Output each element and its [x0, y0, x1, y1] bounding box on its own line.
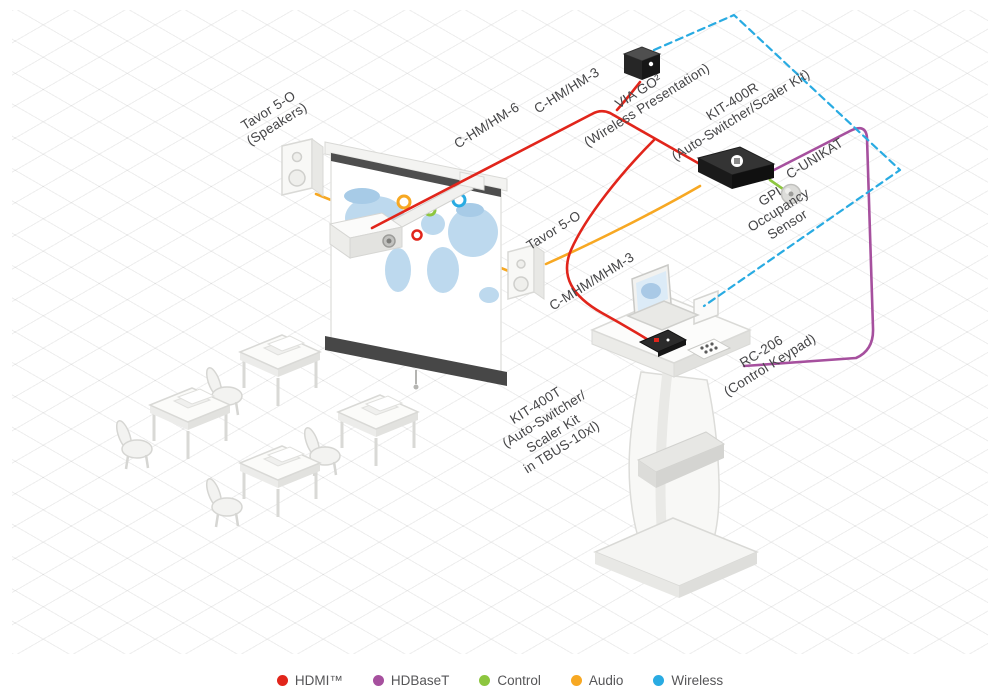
wireless-link — [652, 13, 902, 308]
legend-dot-hdmi — [276, 675, 288, 686]
desk-and-chair — [202, 444, 322, 529]
legend-label-hdbaset: HDBaseT — [390, 673, 450, 688]
kit-400t-tbus-device — [638, 329, 688, 357]
legend-item-control: Control — [479, 673, 541, 688]
desk-and-chair — [112, 386, 232, 471]
hdmi-cable-c-mhm-mhm-3 — [565, 138, 656, 343]
legend-dot-wireless — [653, 675, 665, 686]
speaker-left — [281, 138, 324, 197]
legend-item-hdmi: HDMI™ — [276, 673, 343, 688]
legend-item-audio: Audio — [570, 673, 624, 688]
classroom-desks — [112, 333, 420, 529]
legend-label-wireless: Wireless — [671, 673, 724, 688]
legend-label-audio: Audio — [588, 673, 624, 688]
rc-206-keypad-device — [686, 338, 732, 360]
map-marker-red — [411, 229, 423, 241]
legend-label-hdmi: HDMI™ — [294, 673, 343, 688]
laptop — [626, 263, 700, 331]
kit-400r-device — [696, 146, 776, 189]
gpi-occupancy-sensor-device — [780, 183, 802, 205]
hdmi-cable-c-hm-hm-3 — [615, 80, 642, 112]
projector — [328, 171, 485, 259]
podium-base — [593, 517, 759, 587]
legend-item-hdbaset: HDBaseT — [372, 673, 450, 688]
via-go-device — [622, 46, 662, 80]
speaker-right — [507, 244, 545, 300]
audio-cable-right-speaker — [544, 184, 702, 266]
legend-label-control: Control — [497, 673, 541, 688]
legend-dot-audio — [570, 675, 582, 686]
legend-dot-control — [479, 675, 491, 686]
hdmi-cable-c-hm-hm-6 — [370, 109, 700, 230]
legend: HDMI™ HDBaseT Control Audio Wireless — [0, 673, 1000, 688]
control-cable-gpi — [768, 178, 785, 191]
map-marker-orange — [396, 194, 412, 210]
legend-dot-hdbaset — [372, 675, 384, 686]
podium — [590, 296, 759, 598]
legend-item-wireless: Wireless — [653, 673, 723, 688]
